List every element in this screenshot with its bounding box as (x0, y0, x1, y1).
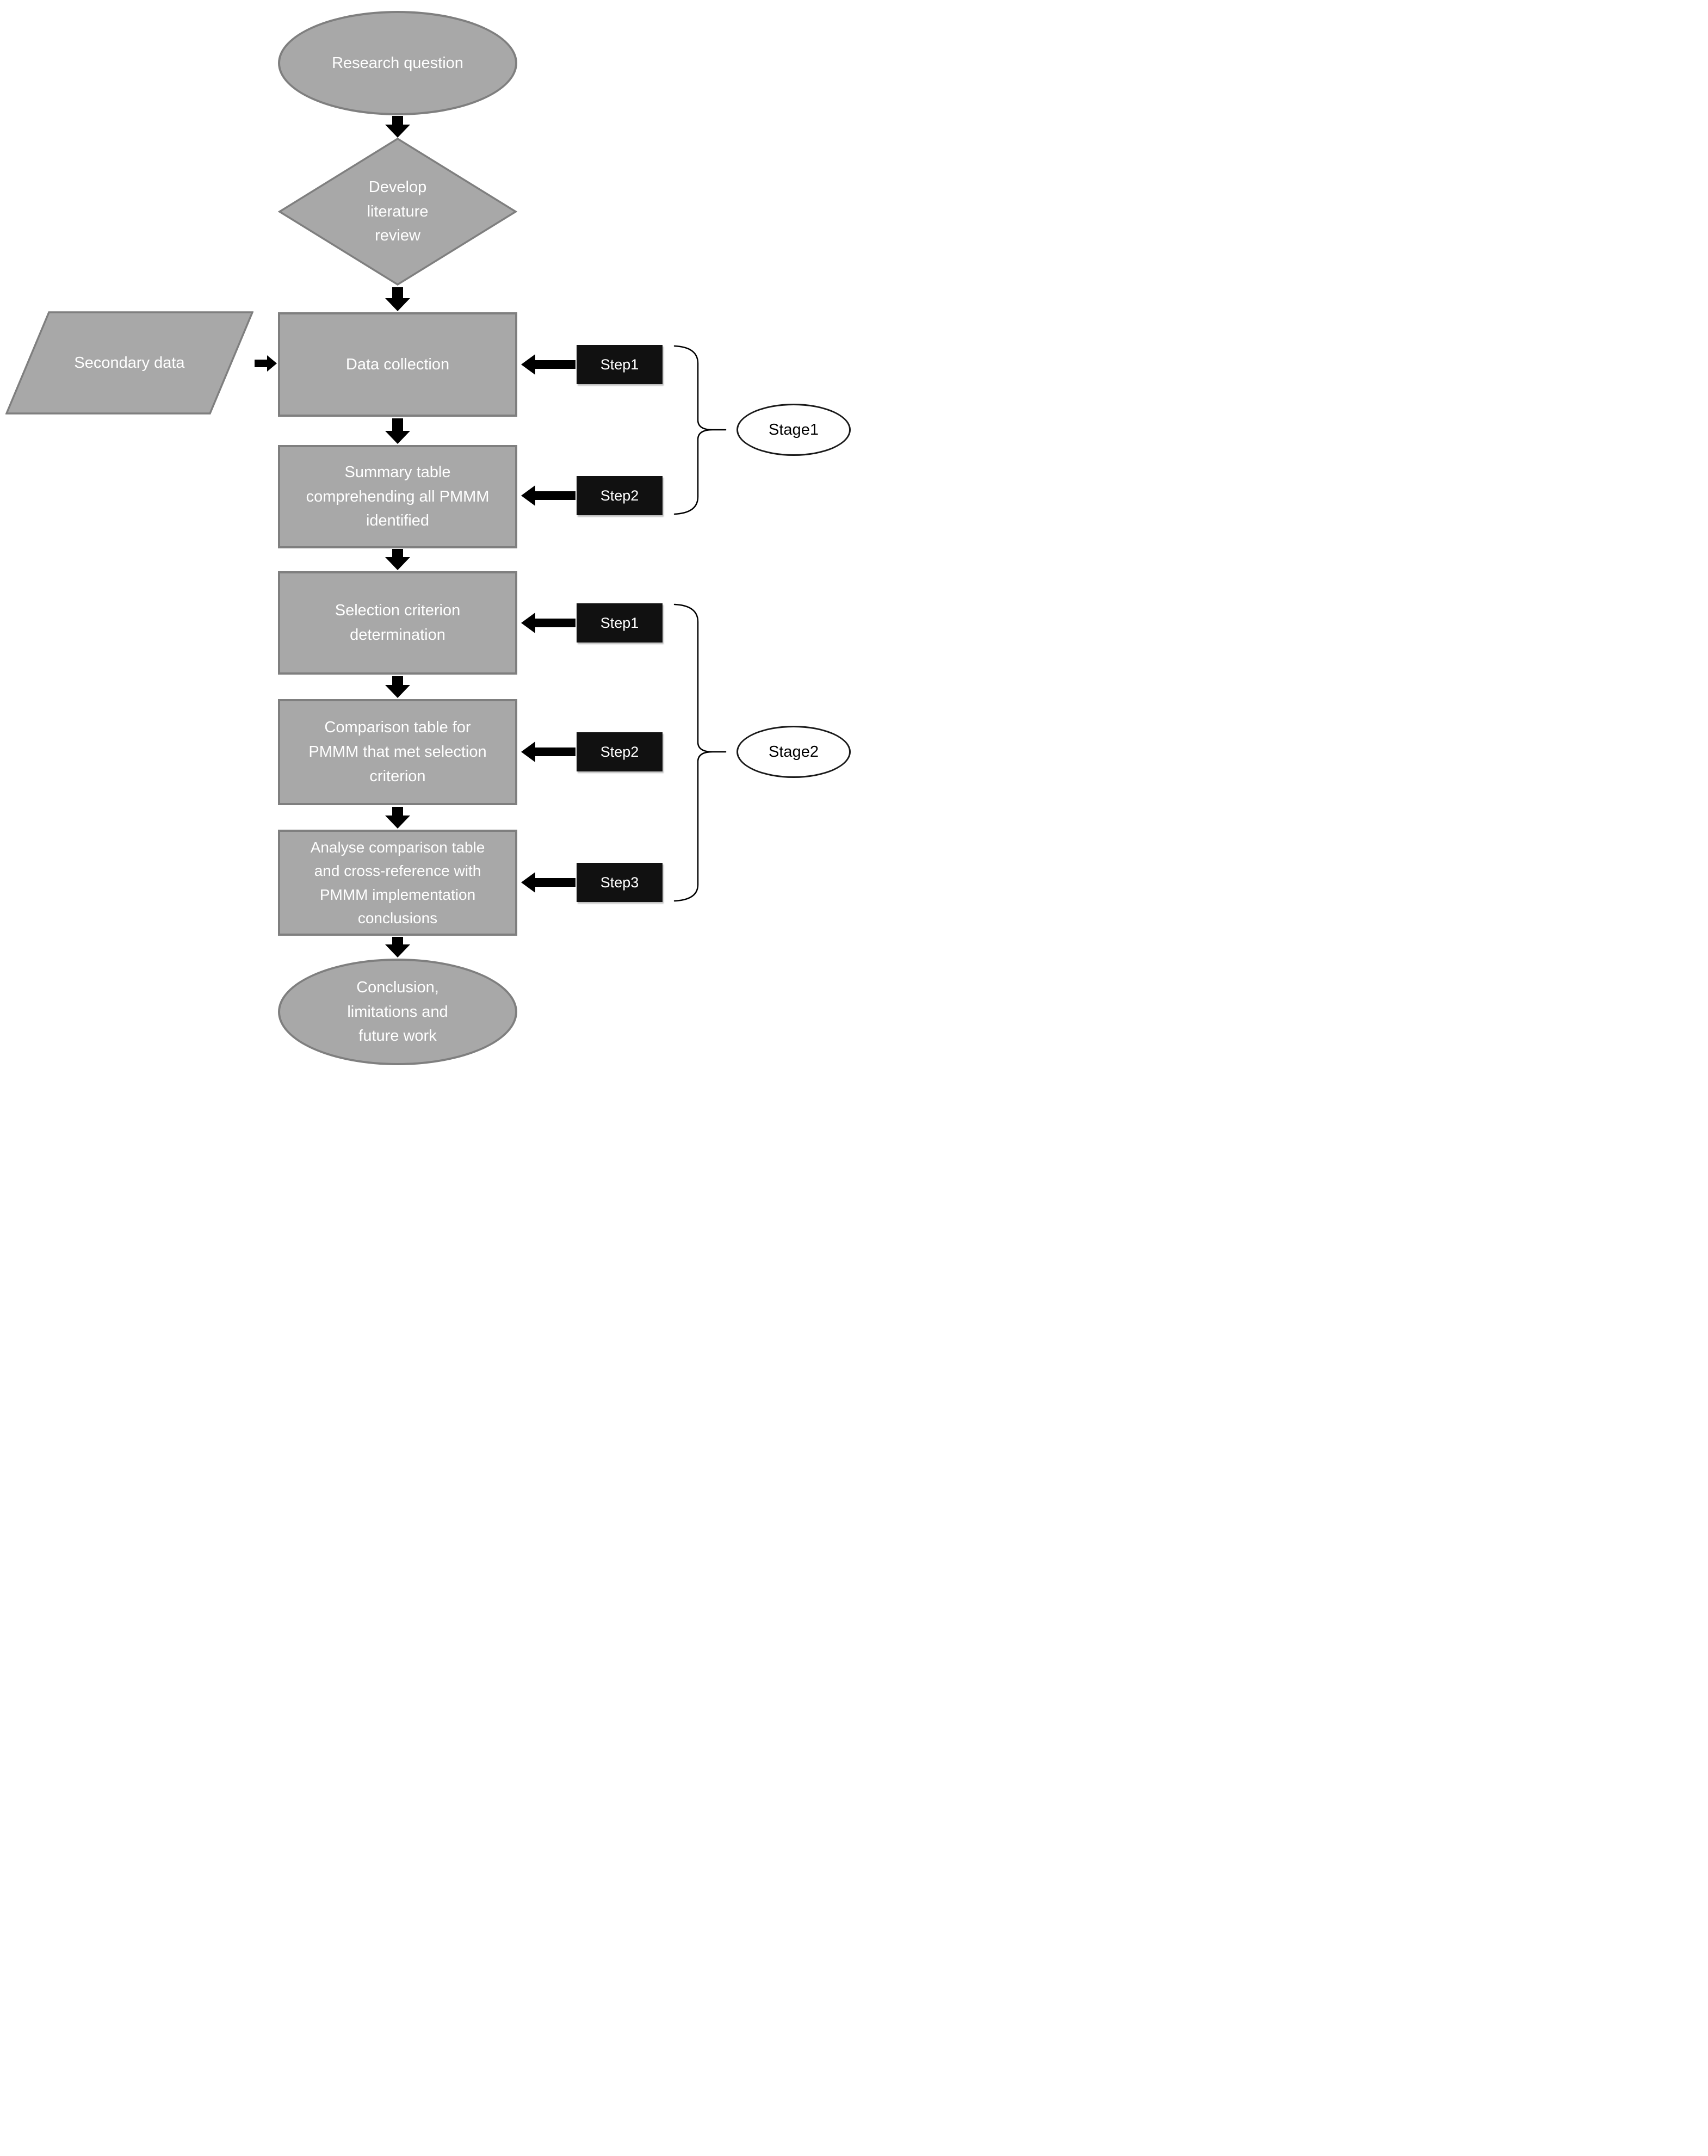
arrow-down-decision-to-datacollection (385, 287, 410, 311)
arrow-down-summary-to-selection (385, 549, 410, 570)
node-summary-table: Summary table comprehending all PMMM ide… (278, 445, 517, 548)
node-label: Analyse comparison table and cross-refer… (310, 838, 485, 926)
arrow-down-analyse-to-end (385, 937, 410, 957)
node-comparison-table: Comparison table for PMMM that met selec… (278, 699, 517, 805)
node-secondary-data: Secondary data (5, 311, 253, 415)
node-selection-criterion: Selection criterion determination (278, 571, 517, 675)
step-label: Step1 (600, 356, 639, 373)
arrow-down-datacollection-to-summary (385, 418, 410, 444)
flowchart-canvas: Research question Develop literature rev… (0, 0, 854, 1078)
node-research-question: Research question (278, 11, 517, 115)
node-label: Conclusion, limitations and future work (347, 978, 448, 1045)
parallelogram-shape (5, 311, 253, 415)
arrow-left-stage2-step1 (521, 613, 575, 633)
brace-stage2 (673, 603, 727, 902)
stage1-ellipse: Stage1 (737, 404, 851, 456)
node-develop-literature-review: Develop literature review (278, 137, 517, 286)
node-analyse-comparison: Analyse comparison table and cross-refer… (278, 830, 517, 936)
arrow-left-stage2-step3 (521, 872, 575, 893)
node-label: Selection criterion determination (335, 602, 461, 644)
arrow-left-stage1-step2 (521, 485, 575, 506)
step-label: Step2 (600, 487, 639, 504)
stage2-ellipse: Stage2 (737, 726, 851, 778)
stage1-step1-tag: Step1 (577, 345, 663, 384)
arrow-down-start-to-decision (385, 116, 410, 138)
step-label: Step3 (600, 874, 639, 891)
arrow-down-comparison-to-analyse (385, 807, 410, 829)
stage-label: Stage2 (769, 743, 819, 761)
step-label: Step2 (600, 743, 639, 760)
node-label: Summary table comprehending all PMMM ide… (306, 463, 490, 530)
arrow-right-secondarydata-to-datacollection (255, 355, 277, 372)
arrow-left-stage1-step1 (521, 354, 575, 375)
node-data-collection: Data collection (278, 312, 517, 417)
stage2-step2-tag: Step2 (577, 732, 663, 771)
arrow-left-stage2-step2 (521, 742, 575, 762)
diamond-shape (278, 137, 517, 286)
stage-label: Stage1 (769, 421, 819, 438)
node-label: Data collection (345, 355, 450, 373)
stage2-step3-tag: Step3 (577, 863, 663, 902)
node-label: Secondary data (74, 354, 185, 372)
arrow-down-selection-to-comparison (385, 676, 410, 698)
node-label: Research question (332, 54, 463, 72)
stage2-step1-tag: Step1 (577, 603, 663, 643)
node-label: Comparison table for PMMM that met selec… (308, 719, 487, 785)
node-conclusion: Conclusion, limitations and future work (278, 959, 517, 1065)
node-label: Develop literature review (367, 178, 429, 245)
step-label: Step1 (600, 614, 639, 631)
brace-stage1 (673, 345, 727, 515)
stage1-step2-tag: Step2 (577, 476, 663, 515)
